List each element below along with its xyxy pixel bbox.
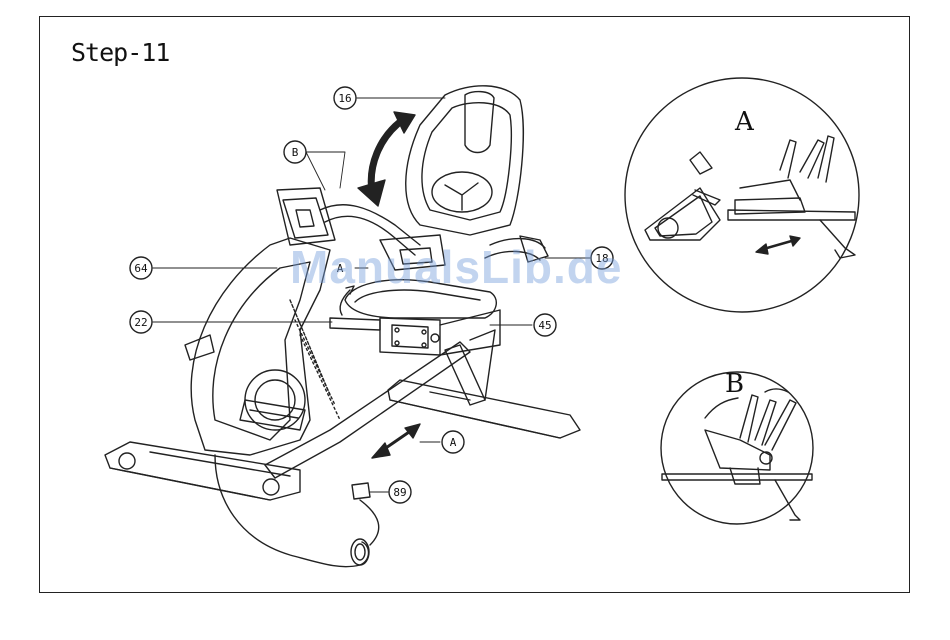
detail-a-label: A — [734, 107, 755, 137]
wheel-right — [263, 479, 279, 495]
leader-lines — [153, 98, 590, 492]
callout-b: B — [292, 146, 299, 159]
seat-backrest — [406, 86, 524, 235]
callout-22: 22 — [134, 316, 147, 329]
watermark: ManualsLib.de — [290, 240, 622, 294]
rear-stabilizer — [105, 442, 300, 500]
seat-carriage — [380, 310, 500, 355]
callout-64: 64 — [134, 262, 148, 275]
wheel-left — [119, 453, 135, 469]
power-cord — [215, 455, 379, 567]
callout-89: 89 — [393, 486, 406, 499]
detail-b-label: B — [725, 369, 744, 399]
callout-16: 16 — [338, 92, 351, 105]
console-display — [277, 188, 335, 245]
double-arrow-icon — [372, 424, 420, 458]
main-rail — [265, 342, 470, 478]
callout-a: A — [450, 436, 457, 449]
callout-45: 45 — [538, 319, 551, 332]
adjust-knob — [330, 318, 380, 330]
